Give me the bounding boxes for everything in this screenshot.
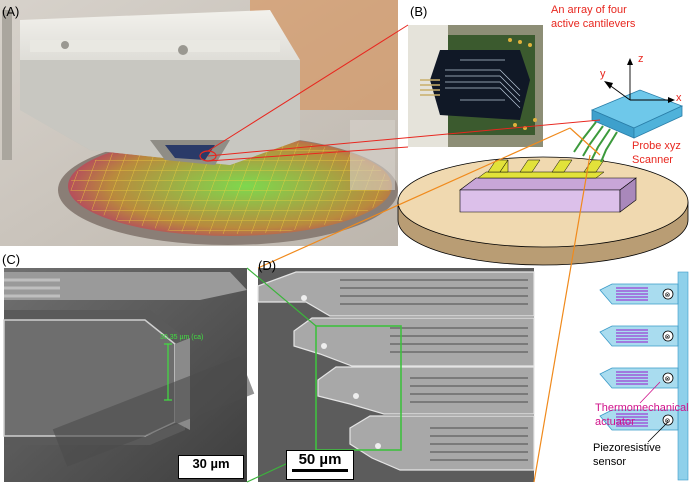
- probe-body: [590, 89, 684, 129]
- panel-label-b: (B): [410, 4, 428, 19]
- panel-label-d: (D): [258, 258, 277, 273]
- piezo-label-line2: sensor: [593, 456, 627, 468]
- zoom-box: [315, 325, 402, 451]
- measurement-label: 30.35 µm (ca): [160, 334, 204, 341]
- thermo-label-line2: actuator: [595, 416, 635, 428]
- array-label-line1: An array of four: [551, 4, 627, 16]
- scale-bar-c-label: 30 µm: [192, 456, 230, 471]
- scale-bar-d: 50 µm: [286, 450, 354, 480]
- panel-label-a: (A): [2, 4, 20, 19]
- axis-y-label: y: [600, 68, 606, 80]
- scanner-label-line1: Probe xyz: [632, 140, 681, 152]
- thermo-label-line1: Thermomechanical: [595, 402, 689, 414]
- array-label-line2: active cantilevers: [551, 18, 636, 30]
- scale-bar-d-label: 50 µm: [298, 451, 342, 468]
- axis-x-label: x: [676, 92, 682, 104]
- sample-platform: [397, 201, 689, 266]
- piezo-label-line1: Piezoresistive: [593, 442, 661, 454]
- scale-bar-d-line: [292, 469, 348, 472]
- scale-bar-c: 30 µm: [178, 455, 244, 479]
- scanner-label-line2: Scanner: [632, 154, 673, 166]
- axis-z-label: z: [638, 53, 644, 65]
- panel-label-c: (C): [2, 252, 21, 267]
- svg-text:⊗: ⊗: [665, 292, 671, 299]
